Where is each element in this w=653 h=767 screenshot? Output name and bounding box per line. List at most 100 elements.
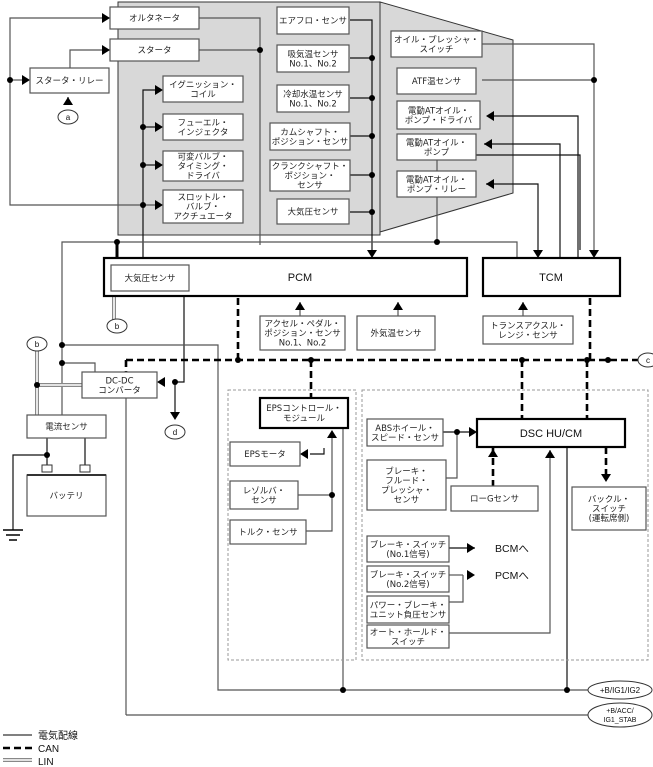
- alternator-box: オルタネータ: [109, 6, 200, 30]
- junction-dot: [114, 239, 120, 245]
- alternator-label-0: オルタネータ: [129, 14, 180, 24]
- starter-label-0: スタータ: [137, 46, 171, 56]
- connector-d-label: d: [173, 428, 177, 437]
- arrow-icon: [533, 250, 543, 258]
- junction-dot: [257, 47, 263, 53]
- resolver-sensor-box: レゾルバ・センサ: [229, 480, 299, 510]
- pump-driver-box: 電動ATオイル・ポンプ・ドライバ: [396, 100, 481, 130]
- starter-box: スタータ: [109, 38, 200, 62]
- brake-switch-1-label-0: ブレーキ・スイッチ: [370, 539, 447, 550]
- arrow-icon: [102, 13, 110, 23]
- pcm-baro-sensor-box: 大気圧センサ: [110, 264, 190, 292]
- legend-can-label: CAN: [38, 744, 59, 755]
- coolant-temp-sensor-label-1: No.1、No.2: [289, 99, 337, 109]
- arrow-icon: [22, 75, 30, 85]
- brake-switch-2-box: ブレーキ・スイッチ(No.2信号): [366, 565, 450, 593]
- arrow-icon: [63, 97, 73, 105]
- arrow-icon: [155, 200, 163, 210]
- dsc-zone: [361, 389, 649, 661]
- junction-dot: [369, 172, 375, 178]
- junction-dot: [369, 133, 375, 139]
- junction-dot: [369, 209, 375, 215]
- starter-relay-box: スタータ・リレー: [29, 67, 110, 94]
- buckle-switch-label-0: バックル・: [588, 495, 630, 505]
- arrow-icon: [155, 122, 163, 132]
- accel-pedal-sensor-label-1: ポジション・センサ: [264, 329, 341, 339]
- connector-acc-label-0: +B/ACC/: [606, 708, 633, 715]
- intake-temp-sensor-label-1: No.1、No.2: [289, 59, 337, 69]
- atf-temp-sensor-box: ATF温センサ: [396, 67, 477, 95]
- pump-driver-label-1: ポンプ・ドライバ: [405, 116, 473, 126]
- eps-control-module-box: [258, 396, 350, 430]
- autohold-switch-label-1: スイッチ: [391, 637, 425, 647]
- current-sensor-box: 電流センサ: [26, 414, 107, 439]
- buckle-switch-label-1: スイッチ: [592, 505, 626, 515]
- fuel-injector-label-1: インジェクタ: [178, 128, 229, 138]
- eps-motor-label-0: EPSモータ: [244, 450, 285, 460]
- arrow-icon: [467, 570, 475, 580]
- arrow-icon: [367, 250, 377, 258]
- accel-pedal-sensor-label-2: No.1、No.2: [279, 339, 327, 349]
- junction-dot: [235, 357, 241, 363]
- tcm-label: TCM: [539, 272, 563, 284]
- resolver-sensor-label-1: センサ: [251, 496, 277, 506]
- arrow-icon: [467, 543, 475, 553]
- arrow-icon: [486, 179, 494, 189]
- throttle-actuator-label-1: バルブ・: [186, 202, 220, 213]
- vacuum-sensor-box: パワー・ブレーキ・ユニット負圧センサ: [366, 595, 450, 624]
- torque-sensor-box: トルク・センサ: [229, 519, 307, 545]
- abs-wheel-sensor-label-1: スピード・センサ: [371, 433, 439, 443]
- eps-control-module-label-0: EPSコントロール・: [266, 404, 341, 414]
- ignition-coil-box: イグニッション・コイル: [162, 75, 244, 103]
- brake-fluid-sensor-label-1: フルード・: [385, 476, 428, 486]
- connector-b-top-label: b: [115, 322, 120, 331]
- connector-acc-label-1: IG1_STAB: [604, 717, 637, 724]
- range-sensor-box: トランスアクスル・レンジ・センサ: [482, 315, 574, 345]
- connector-b-left-label: b: [35, 340, 40, 349]
- dcdc-converter-label-0: DC-DC: [105, 376, 133, 386]
- junction-dot: [584, 357, 590, 363]
- eps-control-module-label-1: モジュール: [283, 414, 325, 424]
- ignition-coil-label-0: イグニッション・: [169, 79, 237, 90]
- connector-ig-label: +B/IG1/IG2: [600, 686, 641, 695]
- arrow-icon: [589, 250, 599, 258]
- oil-pressure-switch-box: オイル・プレッシャ・スイッチ: [390, 30, 483, 58]
- intake-temp-sensor-label-0: 吸気温センサ: [287, 49, 338, 60]
- yaw-g-sensor-box: ローGセンサ: [450, 485, 539, 512]
- junction-dot: [605, 357, 611, 363]
- junction-dot: [340, 687, 346, 693]
- autohold-switch-label-0: オート・ホールド・: [370, 628, 447, 638]
- pump-driver-label-0: 電動ATオイル・: [408, 105, 469, 116]
- arrow-icon: [155, 85, 163, 95]
- arrow-icon: [300, 449, 308, 459]
- vacuum-sensor-label-1: ユニット負圧センサ: [370, 609, 447, 620]
- arrow-icon: [170, 412, 180, 420]
- fuel-injector-box: フューエル・インジェクタ: [162, 113, 244, 141]
- range-sensor-label-1: レンジ・センサ: [498, 331, 558, 341]
- brake-fluid-sensor-box: ブレーキ・フルード・プレッシャ・センサ: [366, 459, 447, 511]
- camshaft-sensor-label-0: カムシャフト・: [280, 128, 340, 138]
- arrow-icon: [601, 474, 611, 482]
- junction-dot: [172, 379, 178, 385]
- junction-dot: [434, 239, 440, 245]
- junction-dot: [34, 382, 40, 388]
- abs-wheel-sensor-box: ABSホイール・スピード・センサ: [366, 418, 444, 447]
- connector-acc: +B/ACC/IG1_STAB: [587, 702, 653, 728]
- pump-relay-label-1: ポンプ・リレー: [407, 185, 466, 195]
- to-pcm-label: PCMへ: [495, 570, 529, 582]
- airflow-sensor-box: エアフロ・センサ: [276, 6, 350, 35]
- arrow-icon: [518, 302, 528, 310]
- accel-pedal-sensor-label-0: アクセル・ペダル・: [264, 319, 340, 330]
- connector-a-label: a: [66, 113, 71, 122]
- brake-fluid-sensor-label-0: ブレーキ・: [385, 466, 428, 477]
- brake-switch-1-label-1: (No.1信号): [386, 549, 429, 560]
- throttle-actuator-box: スロットル・バルブ・アクチュエータ: [162, 189, 244, 224]
- pcm-label: PCM: [288, 272, 312, 284]
- buckle-switch-label-2: (運転席側): [589, 513, 630, 524]
- baro-sensor-box: 大気圧センサ: [276, 198, 350, 225]
- crankshaft-sensor-label-1: ポジション・: [284, 172, 335, 182]
- dcdc-converter-label-1: コンバータ: [98, 386, 141, 396]
- connector-a: a: [57, 109, 79, 125]
